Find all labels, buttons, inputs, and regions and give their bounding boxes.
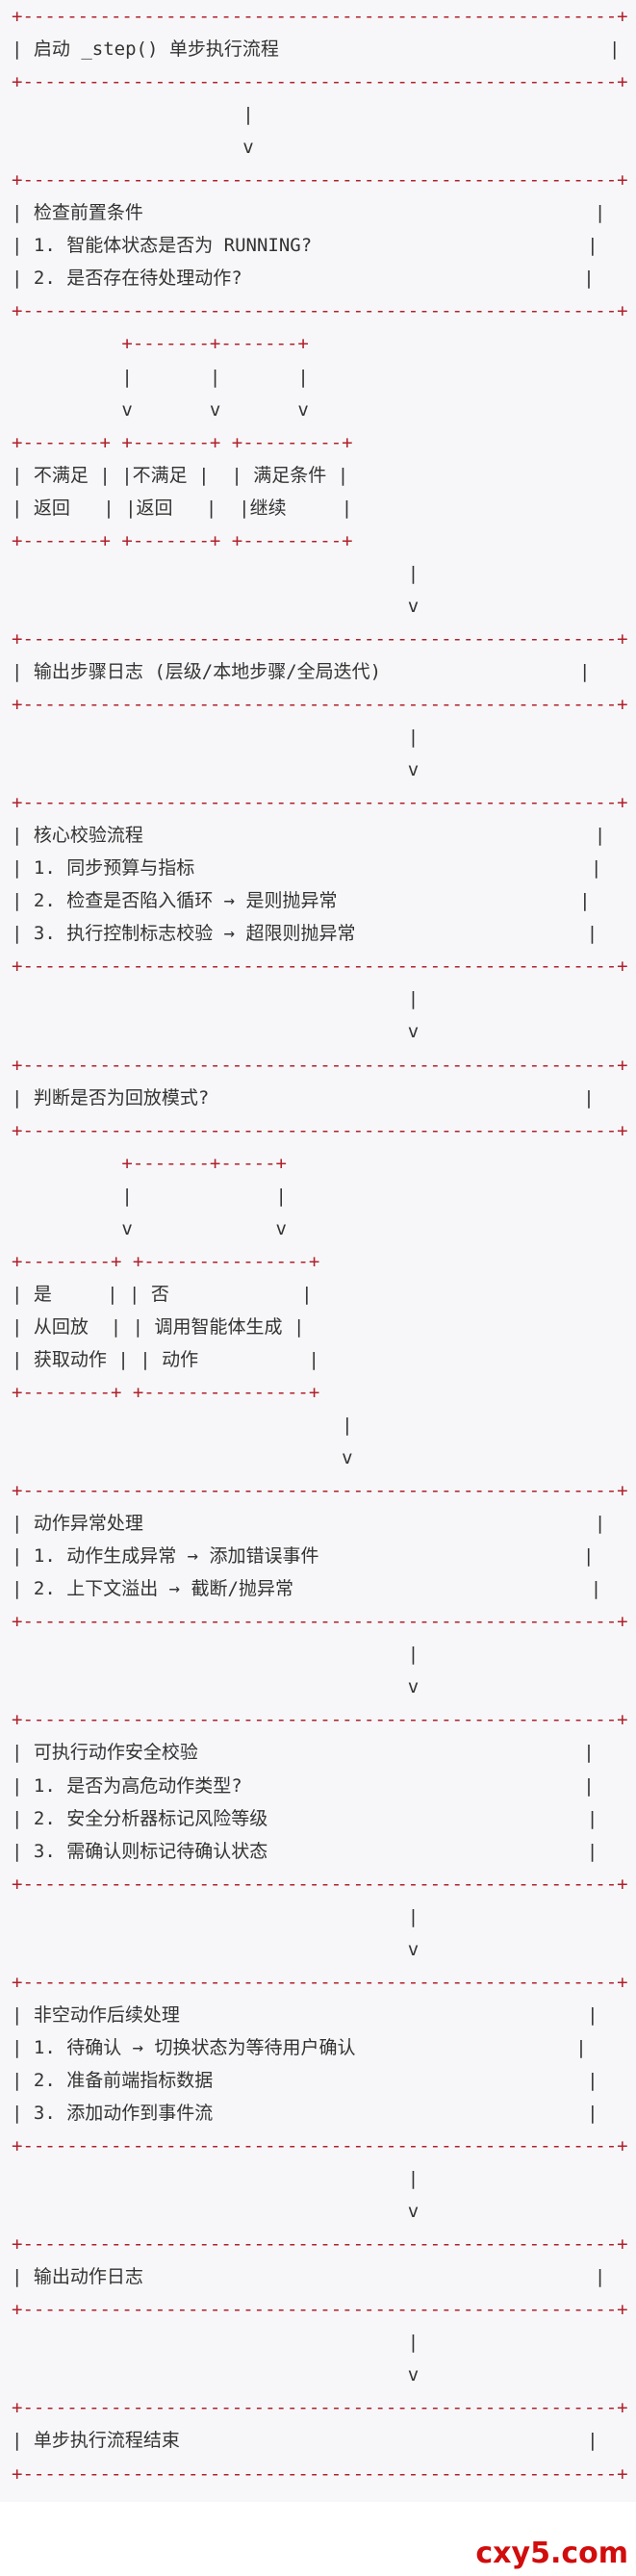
diagram-line: v (12, 1021, 420, 1043)
diagram-line: +---------------------------------------… (12, 2299, 628, 2321)
diagram-line: | (12, 104, 254, 126)
diagram-line: +-------+-------+ (12, 333, 309, 355)
diagram-line: | 2. 检查是否陷入循环 → 是则抛异常 | (12, 890, 591, 912)
diagram-line: v (12, 1447, 353, 1469)
diagram-line: | 2. 上下文溢出 → 截断/抛异常 | (12, 1578, 602, 1600)
diagram-line: | (12, 727, 420, 749)
diagram-line: +---------------------------------------… (12, 1054, 628, 1076)
ascii-flow-diagram: +---------------------------------------… (12, 6, 628, 2485)
site-watermark: cxy5.com (475, 2537, 628, 2570)
diagram-line: +---------------------------------------… (12, 792, 628, 814)
diagram-line: | | (12, 1185, 287, 1207)
diagram-line: +---------------------------------------… (12, 2135, 628, 2157)
diagram-line: +---------------------------------------… (12, 2233, 628, 2256)
diagram-line: | 是 | | 否 | (12, 1283, 313, 1305)
diagram-line: +---------------------------------------… (12, 2462, 628, 2485)
diagram-line: +---------------------------------------… (12, 71, 628, 93)
diagram-line: | 1. 待确认 → 切换状态为等待用户确认 | (12, 2036, 587, 2058)
diagram-line: | (12, 2168, 420, 2190)
diagram-line: +--------+ +---------------+ (12, 1250, 320, 1272)
diagram-line: +---------------------------------------… (12, 627, 628, 650)
diagram-line: | 2. 安全分析器标记风险等级 | (12, 1807, 598, 1829)
diagram-line: | 检查前置条件 | (12, 202, 606, 224)
code-block: +---------------------------------------… (12, 6, 628, 2485)
diagram-line: +---------------------------------------… (12, 1480, 628, 1502)
diagram-line: +---------------------------------------… (12, 1611, 628, 1633)
diagram-line: +---------------------------------------… (12, 6, 628, 27)
diagram-line: +-------+-----+ (12, 1152, 287, 1174)
diagram-line: v (12, 1938, 420, 1960)
diagram-line: +---------------------------------------… (12, 2397, 628, 2419)
diagram-line: v v v (12, 398, 309, 421)
diagram-line: | (12, 1644, 420, 1666)
diagram-line: | 单步执行流程结束 | (12, 2430, 598, 2452)
diagram-line: v (12, 595, 420, 617)
diagram-line: | (12, 562, 420, 584)
diagram-line: | 启动 _step() 单步执行流程 | (12, 38, 621, 61)
diagram-line: v (12, 759, 420, 781)
diagram-line: +---------------------------------------… (12, 169, 628, 191)
diagram-line: | 判断是否为回放模式? | (12, 1086, 595, 1109)
diagram-line: | 不满足 | |不满足 | | 满足条件 | (12, 464, 349, 486)
diagram-line: | 2. 准备前端指标数据 | (12, 2069, 598, 2091)
diagram-line: | 1. 是否为高危动作类型? | (12, 1774, 595, 1797)
diagram-line: | 3. 执行控制标志校验 → 超限则抛异常 | (12, 923, 598, 945)
diagram-line: | (12, 988, 420, 1010)
diagram-line: +---------------------------------------… (12, 956, 628, 978)
diagram-line: v (12, 1676, 420, 1698)
diagram-line: | 2. 是否存在待处理动作? | (12, 268, 595, 290)
diagram-line: | 1. 动作生成异常 → 添加错误事件 | (12, 1545, 595, 1568)
diagram-line: | (12, 2332, 420, 2354)
diagram-line: | 1. 智能体状态是否为 RUNNING? | (12, 235, 598, 257)
diagram-line: v (12, 2201, 420, 2223)
diagram-line: | | | (12, 366, 309, 388)
diagram-line: | 动作异常处理 | (12, 1513, 606, 1535)
diagram-line: | 1. 同步预算与指标 | (12, 857, 602, 880)
diagram-line: +-------+ +-------+ +---------+ (12, 431, 353, 453)
diagram-line: | 输出动作日志 | (12, 2266, 606, 2288)
diagram-line: | 从回放 | | 调用智能体生成 | (12, 1315, 305, 1338)
diagram-line: | 获取动作 | | 动作 | (12, 1348, 319, 1370)
diagram-line: | 3. 需确认则标记待确认状态 | (12, 1840, 598, 1862)
diagram-line: v (12, 137, 254, 159)
diagram-line: | (12, 1905, 420, 1927)
diagram-line: +---------------------------------------… (12, 1119, 628, 1141)
diagram-line: +---------------------------------------… (12, 1873, 628, 1895)
diagram-line: | 输出步骤日志 (层级/本地步骤/全局迭代) | (12, 660, 591, 682)
diagram-line: +-------+ +-------+ +---------+ (12, 529, 353, 551)
diagram-line: | 可执行动作安全校验 | (12, 1742, 595, 1764)
diagram-line: | 3. 添加动作到事件流 | (12, 2103, 598, 2124)
diagram-line: | 核心校验流程 | (12, 825, 606, 847)
diagram-line: +---------------------------------------… (12, 300, 628, 322)
diagram-line: +---------------------------------------… (12, 693, 628, 715)
diagram-line: +---------------------------------------… (12, 1971, 628, 1993)
diagram-line: +---------------------------------------… (12, 1709, 628, 1731)
diagram-line: | (12, 1415, 353, 1437)
diagram-line: v (12, 2364, 420, 2386)
diagram-line: | 非空动作后续处理 | (12, 2003, 598, 2026)
diagram-line: | 返回 | |返回 | |继续 | (12, 497, 353, 519)
diagram-line: +--------+ +---------------+ (12, 1381, 320, 1403)
diagram-line: v v (12, 1217, 287, 1239)
